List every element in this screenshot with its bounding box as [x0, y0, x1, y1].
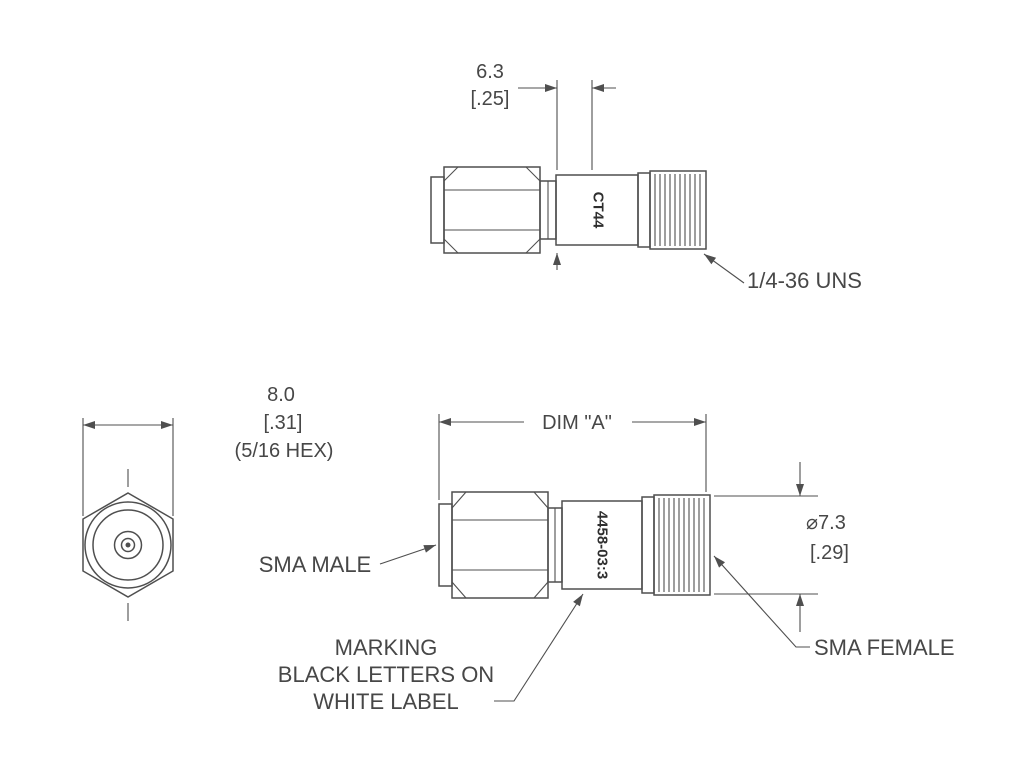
- dim-value-inch: [.25]: [471, 88, 510, 110]
- dim-note: (5/16 HEX): [235, 440, 334, 462]
- leader-line: [713, 555, 810, 648]
- dim-value-inch: [.29]: [810, 542, 849, 564]
- hex-body-top: [443, 166, 541, 254]
- sma-male-callout: SMA MALE: [259, 544, 437, 577]
- hex-body-side: [451, 491, 549, 599]
- dielectric-circle: [113, 530, 143, 560]
- hex-chamfer: [443, 166, 459, 182]
- dim-a-text: DIM "A": [542, 412, 612, 434]
- body-marking-text: CT44: [590, 192, 607, 229]
- hex-chamfer: [443, 238, 459, 254]
- plug-nose-side: [438, 503, 453, 587]
- leader-line: [703, 253, 745, 284]
- dimension-length-dim-a: DIM "A": [438, 412, 707, 500]
- shoulder-side: [641, 496, 655, 594]
- hex-chamfer: [525, 238, 541, 254]
- hex-chamfer: [451, 581, 467, 599]
- thread-section-top: [649, 170, 707, 250]
- dimension-width-6-3: 6.3 [.25]: [471, 61, 616, 270]
- thread-callout-text: 1/4-36 UNS: [747, 268, 862, 293]
- hex-chamfer: [533, 581, 549, 599]
- hex-chamfer: [451, 491, 467, 509]
- inner-ring: [92, 509, 164, 581]
- marking-text-line3: WHITE LABEL: [313, 689, 458, 714]
- center-pin-dot: [125, 542, 131, 548]
- dimension-diameter-7-3: ⌀7.3 [.29]: [714, 462, 849, 632]
- sma-male-text: SMA MALE: [259, 552, 371, 577]
- leader-line: [494, 593, 584, 702]
- dimension-hex-8-0: 8.0 [.31] (5/16 HEX): [82, 384, 334, 516]
- marking-text-line1: MARKING: [335, 635, 438, 660]
- sma-female-text: SMA FEMALE: [814, 635, 955, 660]
- hex-chamfer: [525, 166, 541, 182]
- thread-callout: 1/4-36 UNS: [703, 253, 862, 293]
- dim-value-mm: 8.0: [267, 384, 295, 406]
- body-marking-text: 4458-03:3: [594, 511, 611, 579]
- side-view: 4458-03:3 DIM "A": [259, 412, 955, 714]
- sma-female-callout: SMA FEMALE: [713, 555, 955, 660]
- hex-chamfer: [533, 491, 549, 509]
- plug-nose-top: [430, 176, 445, 244]
- marking-note: MARKING BLACK LETTERS ON WHITE LABEL: [278, 593, 584, 714]
- thread-hatching-side: [658, 498, 705, 592]
- dim-value-mm: 6.3: [476, 61, 504, 83]
- end-view: 8.0 [.31] (5/16 HEX): [82, 384, 334, 621]
- pin-circle: [120, 537, 136, 553]
- dim-value-inch: [.31]: [264, 412, 303, 434]
- marking-text-line2: BLACK LETTERS ON: [278, 662, 494, 687]
- top-view: CT44 6.3 [.25]: [430, 61, 862, 293]
- thread-section-side: [653, 494, 711, 596]
- thread-hatching-top: [654, 174, 701, 246]
- leader-line: [379, 544, 437, 565]
- hex-face: [82, 492, 174, 598]
- shoulder-top: [637, 172, 651, 248]
- dim-value-mm: ⌀7.3: [806, 512, 846, 534]
- outer-circle: [84, 501, 172, 589]
